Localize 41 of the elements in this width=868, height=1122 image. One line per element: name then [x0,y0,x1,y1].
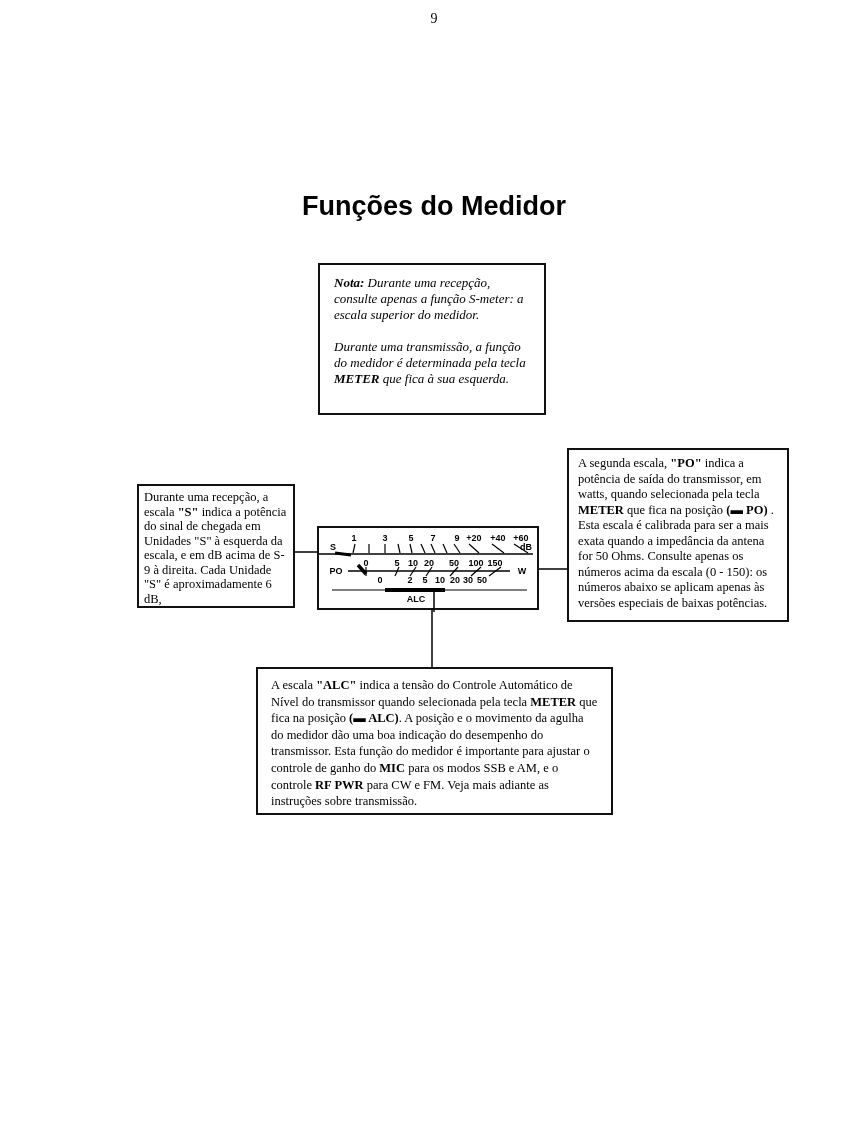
scale-label: 2 [407,575,413,585]
page-title: Funções do Medidor [301,190,567,223]
leader-line [431,609,433,668]
scale-label: ALC [406,594,426,604]
scale-label: 30 [463,575,473,585]
scale-label: 10 [435,575,445,585]
scale-label: W [517,566,527,576]
scale-label: 3 [382,533,388,543]
scale-label: dB [520,542,532,552]
callout-text: A escala "ALC" indica a tensão do Controle Automático de Nível do transmissor quando selecionada pela tecla METER que fica na posição (▬ ALC). A posição e o movimento da agulha do medidor dão uma boa indicação do desempenho do transmissor. Esta função do medidor é importante para ajustar o controle de ganho do MIC para os modos SSB e AM, e o controle RF PWR para CW e FM. Veja mais adiante as instruções sobre transmissão. [271,677,598,810]
scale-label: 20 [450,575,460,585]
scale-label: +40 [490,533,506,543]
scale-label: 150 [487,558,503,568]
callout-text: Durante uma recepção, a escala "S" indica a potência do sinal de chegada em Unidades "S" à esquerda da escala, e em dB acima de S-9 à direita. Cada Unidade "S" é aproximadamente 6 dB, [144,490,288,606]
meter-face [317,526,539,610]
scale-label: 0 [363,558,369,568]
page-number: 9 [430,9,438,28]
scale-label: 5 [408,533,414,543]
scale-label: 1 [351,533,357,543]
scale-label: 7 [430,533,436,543]
scale-label: +20 [466,533,482,543]
callout-text: Durante uma transmissão, a função do medidor é determinada pela tecla METER que fica à sua esquerda. [334,339,527,387]
callout-text: Nota: Durante uma recepção, consulte apenas a função S-meter: a escala superior do medidor. [334,275,525,323]
scale-label: 0 [377,575,383,585]
note-box [318,263,546,415]
scale-label: PO [329,566,343,576]
leader-line [294,551,318,553]
callout-box [256,667,613,815]
scale-label: 9 [454,533,460,543]
leader-line [538,568,568,570]
scale-label: 20 [424,558,434,568]
scale-label: 50 [449,558,459,568]
scale-label: S [330,542,336,552]
callout-text: A segunda escala, "PO" indica a potência de saída do transmissor, em watts, quando selecionada pela tecla METER que fica na posição (▬ PO) . Esta escala é calibrada para ser a mais exata quando a impedância da antena for 50 Ohms. Consulte apenas os números acima da escala (0 - 150): os números abaixo se aplicam apenas às versões especiais de baixas potências. [578,456,775,611]
scale-label: 5 [394,558,400,568]
scale-label: +60 [513,533,529,543]
callout-box [567,448,789,622]
scale-label: 10 [408,558,418,568]
scale-label: 50 [477,575,487,585]
scale-label: 100 [468,558,484,568]
scale-label: 5 [422,575,428,585]
